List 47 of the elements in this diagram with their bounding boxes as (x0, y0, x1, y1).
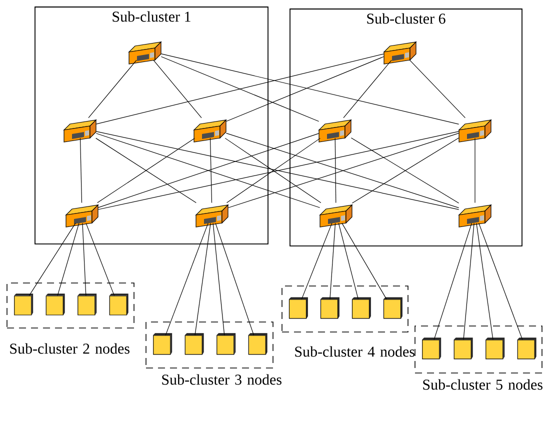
connector-line (165, 222, 208, 336)
node-cube (109, 294, 128, 316)
connector-line (82, 222, 86, 296)
group-label: Sub-cluster 5 nodes (423, 379, 542, 390)
group-label: Sub-cluster 2 nodes (10, 343, 130, 354)
connector-line (215, 222, 254, 336)
node-cube (486, 338, 505, 360)
node-cube (517, 338, 536, 360)
connector-line (80, 138, 82, 204)
connector-line (96, 54, 384, 124)
connector-line (343, 60, 392, 118)
connector-line (86, 222, 115, 296)
connector-line (226, 56, 384, 122)
connector-line (28, 222, 76, 296)
connector-line (88, 60, 137, 118)
node-cube (184, 333, 204, 355)
group-label: Sub-cluster 3 nodes (162, 374, 282, 385)
connector-line (334, 138, 336, 204)
connector-line (160, 56, 320, 122)
group-label: Sub-cluster 4 nodes (295, 346, 414, 357)
node-cube (352, 297, 371, 319)
node-cube (153, 333, 172, 355)
node-cube (288, 297, 308, 319)
node-cube (320, 297, 340, 319)
cluster-title: Sub-cluster 6 (367, 13, 446, 24)
cluster-title: Sub-cluster 1 (112, 11, 190, 22)
node-cube (248, 333, 268, 355)
node-cube (78, 294, 97, 316)
connector-line (478, 222, 523, 340)
connector-line (410, 60, 466, 118)
connector-line (434, 222, 472, 340)
node-cube (422, 338, 442, 360)
connector-line (153, 60, 202, 118)
connector-line (210, 138, 212, 204)
connector-line (212, 222, 225, 336)
connector-line (474, 138, 476, 204)
connector-line (301, 222, 332, 300)
node-cube (383, 297, 402, 319)
connector-line (338, 222, 359, 300)
connector-line (476, 222, 494, 340)
node-cube (454, 338, 473, 360)
node-cube (14, 294, 34, 316)
node-cube (216, 333, 236, 355)
node-cube (46, 294, 65, 316)
connector-line (342, 222, 387, 300)
connector-line (57, 222, 80, 296)
connector-line (160, 54, 460, 124)
